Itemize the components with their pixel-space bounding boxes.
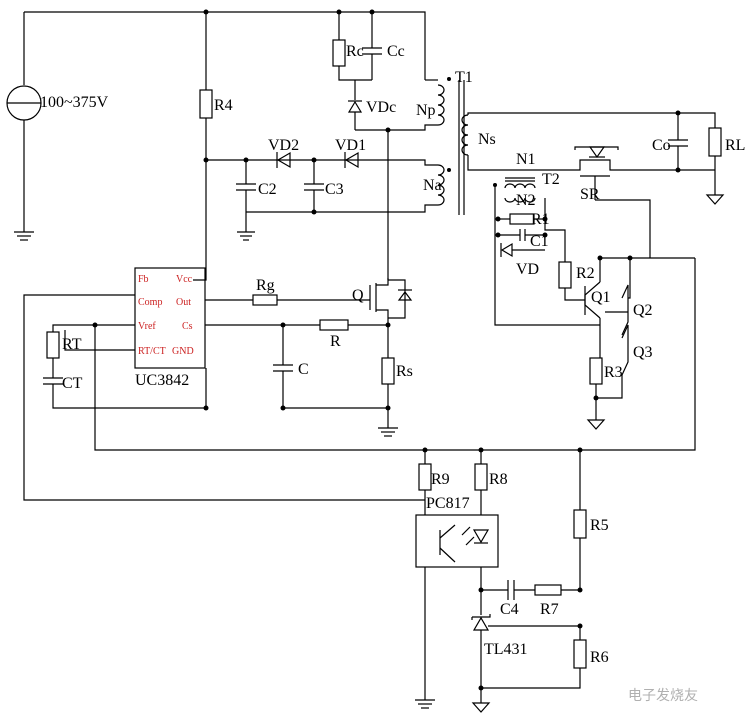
r-resistor	[319, 319, 349, 331]
r4-label: R4	[214, 97, 233, 114]
r5-resistor	[573, 509, 587, 539]
pin-vref: Vref	[138, 321, 156, 332]
np-winding	[437, 84, 445, 126]
pc817-optocoupler	[415, 514, 499, 568]
rc-resistor	[332, 39, 346, 67]
rl-resistor	[708, 127, 722, 157]
r2-label: R2	[576, 265, 595, 282]
n2-label: N2	[516, 192, 536, 209]
uc3842-label: UC3842	[135, 372, 190, 389]
rg-resistor	[252, 294, 278, 306]
r2-resistor	[558, 261, 572, 289]
q-label: Q	[352, 287, 364, 304]
r8-resistor	[474, 463, 488, 491]
watermark-logo: 电子发烧友	[628, 688, 698, 704]
r3-label: R3	[604, 364, 623, 381]
rl-label: RL	[725, 137, 746, 154]
pin-rtct: RT/CT	[138, 346, 166, 357]
q3-transistor	[621, 324, 629, 376]
pin-out: Out	[176, 297, 191, 308]
r5-label: R5	[590, 517, 609, 534]
cc-label: Cc	[387, 43, 405, 60]
pin-cs: Cs	[182, 321, 193, 332]
n1-label: N1	[516, 151, 536, 168]
q2-label: Q2	[633, 302, 653, 319]
rs-label: Rs	[396, 363, 413, 380]
r6-resistor	[573, 639, 587, 669]
vdc-diode	[347, 100, 363, 113]
source-voltage-label: 100~375V	[40, 94, 109, 111]
r1-label: R1	[531, 211, 550, 228]
pin-comp: Comp	[138, 297, 163, 308]
c2-label: C2	[258, 181, 277, 198]
r7-resistor	[534, 584, 562, 596]
r4-resistor	[199, 89, 213, 119]
ct-label: CT	[62, 375, 83, 392]
vd-diode	[500, 242, 513, 258]
pin-vcc: Vcc	[176, 274, 193, 285]
t1-label: T1	[455, 69, 473, 86]
ns-label: Ns	[478, 131, 496, 148]
c1-label: C1	[530, 233, 549, 250]
vd2-diode	[276, 151, 291, 169]
r6-label: R6	[590, 649, 609, 666]
r7-label: R7	[540, 601, 559, 618]
vd1-label: VD1	[335, 137, 367, 154]
q3-label: Q3	[633, 344, 653, 361]
r3-resistor	[589, 357, 603, 385]
c3-label: C3	[325, 181, 344, 198]
pin-fb: Fb	[138, 274, 149, 285]
r9-resistor	[418, 463, 432, 491]
q1-label: Q1	[591, 289, 611, 306]
vd1-diode	[344, 151, 359, 169]
r8-label: R8	[489, 471, 508, 488]
t2-label: T2	[542, 171, 560, 188]
tl431-label: TL431	[484, 641, 528, 658]
pc817-label: PC817	[426, 495, 470, 512]
r-label: R	[330, 333, 341, 350]
q2-transistor	[621, 284, 629, 336]
tl431-regulator	[472, 616, 490, 631]
ns-winding	[461, 114, 469, 156]
vdc-label: VDc	[366, 99, 397, 116]
rt-resistor	[46, 331, 60, 359]
n1-winding	[504, 183, 536, 189]
vd-label: VD	[516, 261, 540, 278]
rt-label: RT	[62, 336, 82, 353]
na-winding	[437, 164, 445, 206]
rg-label: Rg	[256, 277, 275, 294]
c4-label: C4	[500, 601, 519, 618]
sr-label: SR	[580, 186, 600, 203]
c-label: C	[298, 361, 309, 378]
q1-transistor	[584, 281, 601, 319]
n2-winding	[504, 197, 536, 203]
sr-mosfet	[570, 159, 620, 171]
co-label: Co	[652, 137, 671, 154]
uc3842-ic	[134, 267, 206, 369]
r9-label: R9	[431, 471, 450, 488]
top-rail-wire	[24, 11, 426, 80]
rs-resistor	[381, 357, 395, 385]
na-label: Na	[423, 177, 442, 194]
rc-label: Rc	[346, 43, 364, 60]
np-label: Np	[416, 102, 436, 119]
pin-gnd: GND	[172, 346, 194, 357]
vd2-label: VD2	[268, 137, 300, 154]
